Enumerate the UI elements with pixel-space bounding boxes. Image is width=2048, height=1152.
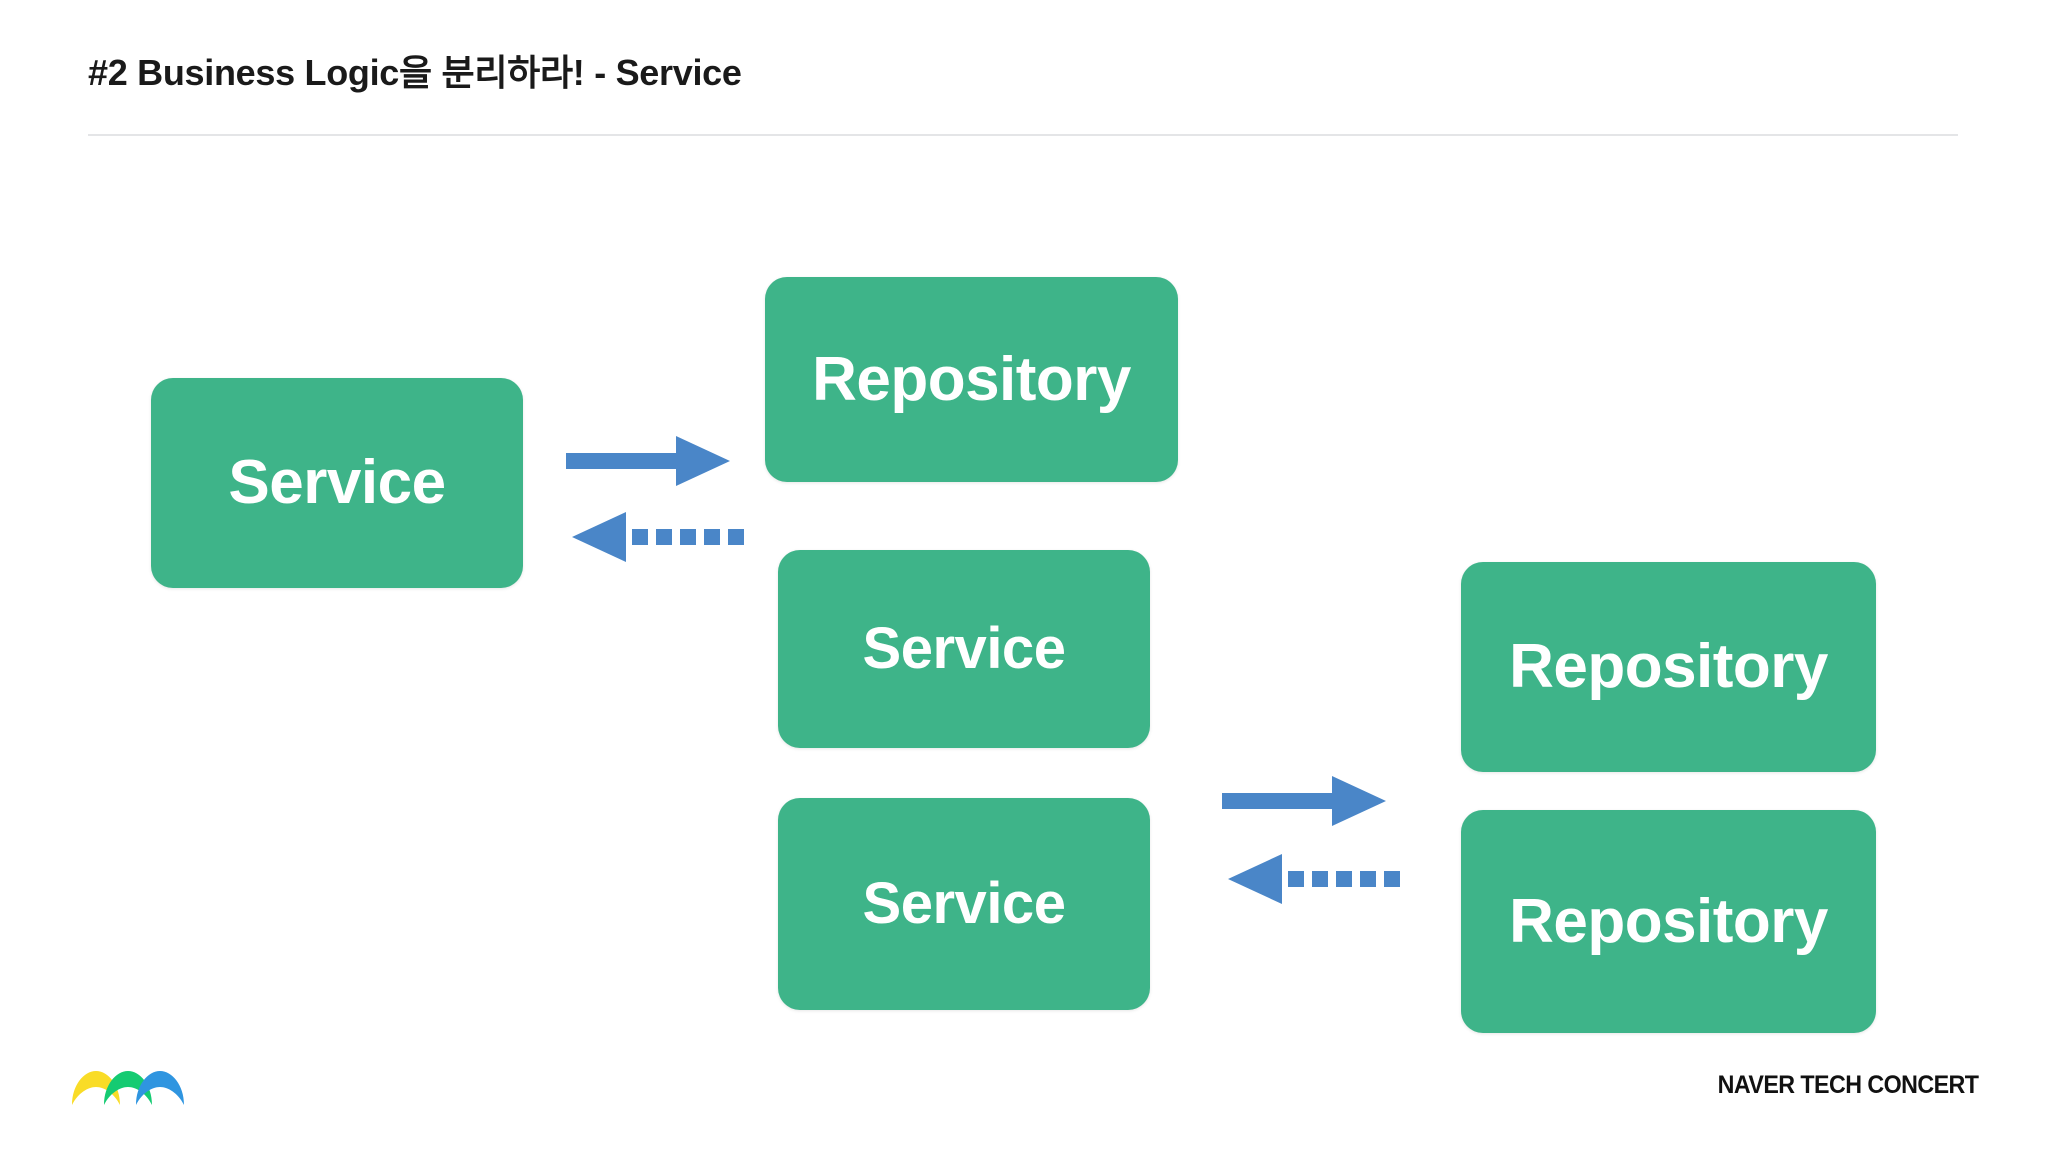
title-divider [88, 134, 1958, 136]
node-label: Repository [1509, 886, 1828, 956]
arrow-dashed-left-2 [1228, 854, 1400, 904]
arrow-solid-right-2 [1222, 776, 1386, 826]
naver-tech-concert-logo [72, 1071, 184, 1105]
node-label: Service [228, 448, 446, 517]
node-label: Service [862, 616, 1066, 681]
footer-brand-text: NAVER TECH CONCERT [1717, 1071, 1978, 1099]
node-service-middle-1[interactable]: Service [778, 550, 1150, 748]
node-repository-right-1[interactable]: Repository [1461, 562, 1876, 772]
arrow-solid-right-1 [566, 436, 730, 486]
node-service-left[interactable]: Service [151, 378, 523, 588]
arrow-dashed-left-1 [572, 512, 744, 562]
node-service-middle-2[interactable]: Service [778, 798, 1150, 1010]
node-label: Service [862, 871, 1066, 936]
page-title: #2 Business Logic을 분리하라! - Service [88, 52, 742, 93]
node-label: Repository [812, 344, 1131, 414]
node-label: Repository [1509, 632, 1828, 701]
node-repository-middle[interactable]: Repository [765, 277, 1178, 482]
node-repository-right-2[interactable]: Repository [1461, 810, 1876, 1033]
